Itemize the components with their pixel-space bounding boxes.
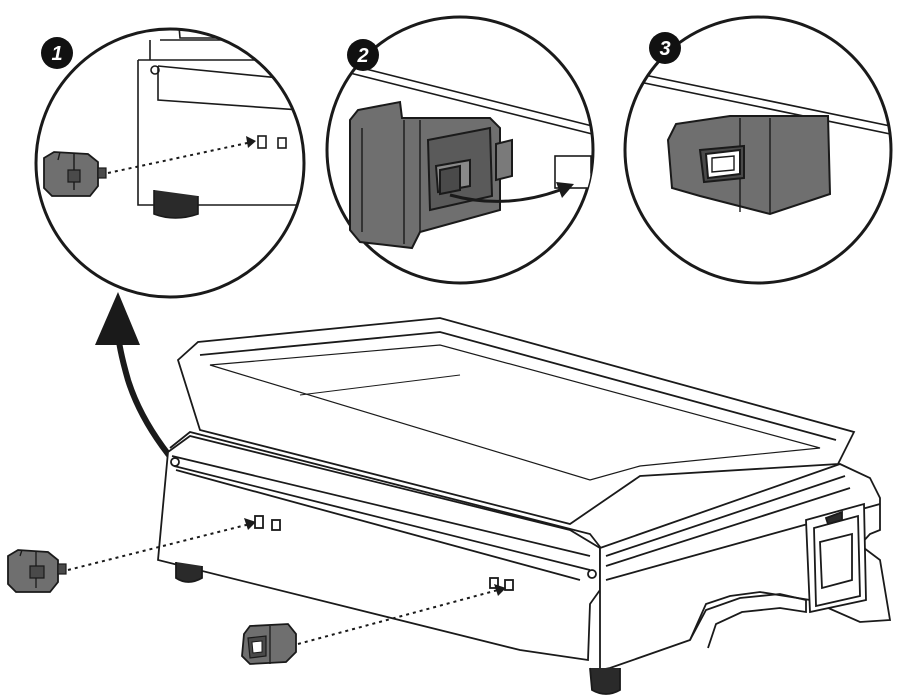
- arrow-head-2: [556, 182, 574, 198]
- arrow-head-left: [244, 518, 256, 530]
- dotted-guide-left: [67, 523, 251, 571]
- detail-circle-1: 1: [34, 27, 306, 299]
- leveling-clip-3: [666, 115, 832, 216]
- step-badge-2: 2: [347, 39, 379, 71]
- arrow-head-bottom: [494, 584, 506, 596]
- leveling-clip-left: [7, 549, 67, 593]
- step-number-3: 3: [659, 38, 670, 60]
- detail-circle-2: 2: [325, 15, 595, 285]
- leveling-clip-2: [349, 100, 513, 250]
- arrow-head-1: [246, 136, 256, 148]
- griddle-body: [157, 435, 601, 662]
- leveling-clip-bottom: [241, 623, 297, 665]
- step-badge-3: 3: [649, 32, 681, 64]
- step-badge-1: 1: [41, 37, 73, 69]
- step-number-1: 1: [51, 43, 62, 65]
- griddle-foot-left: [175, 562, 203, 583]
- griddle-side-panel: [599, 463, 892, 672]
- step-number-2: 2: [356, 45, 368, 67]
- detail-circle-3: 3: [623, 15, 893, 285]
- griddle-unit: [157, 317, 892, 695]
- griddle-foot-right: [589, 667, 621, 695]
- leveling-clip-1: [43, 151, 107, 197]
- curved-arrow-2: [449, 188, 561, 203]
